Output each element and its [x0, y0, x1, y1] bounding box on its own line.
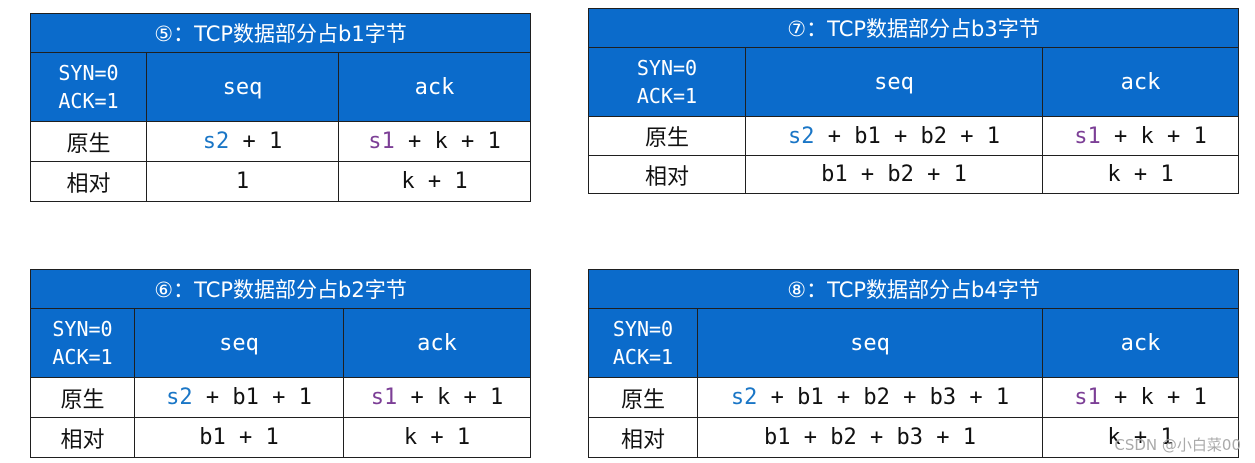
relative-row-label: 相对	[30, 161, 147, 202]
s1-variable: s1	[368, 129, 395, 154]
relative-seq-value: b1 + 1	[134, 417, 344, 458]
table-title: ⑦：TCP数据部分占b3字节	[588, 8, 1239, 48]
ack-header: ack	[1042, 47, 1239, 117]
csdn-watermark: CSDN @小白菜00	[1114, 436, 1241, 454]
s2-variable: s2	[730, 385, 758, 410]
raw-row-label: 原生	[30, 121, 147, 162]
raw-seq-expr: + b1 + b2 + 1	[814, 123, 1000, 149]
seq-header: seq	[146, 52, 339, 122]
relative-ack-value: k + 1	[343, 417, 531, 458]
relative-ack-value: k + 1	[338, 161, 531, 202]
raw-ack-expr: + k + 1	[394, 129, 501, 154]
ack-header: ack	[1042, 308, 1239, 378]
relative-row-label: 相对	[30, 417, 135, 458]
raw-row-label: 原生	[588, 377, 698, 418]
raw-seq-expr: + b1 + 1	[192, 385, 312, 410]
raw-seq-expr: + 1	[229, 129, 283, 154]
relative-row-label: 相对	[588, 155, 746, 194]
ack-flag: ACK=1	[636, 84, 698, 108]
raw-ack-expr: + k + 1	[1100, 385, 1207, 410]
raw-seq-value: s2 + b1 + b2 + b3 + 1	[697, 377, 1043, 418]
raw-ack-value: s1 + k + 1	[343, 377, 531, 418]
ack-header: ack	[343, 308, 531, 378]
raw-seq-value: s2 + b1 + b2 + 1	[745, 116, 1043, 156]
ack-flag: ACK=1	[52, 345, 113, 369]
s2-variable: s2	[166, 385, 193, 410]
relative-seq-value: b1 + b2 + b3 + 1	[697, 417, 1043, 458]
seq-header: seq	[134, 308, 344, 378]
table-title: ⑥：TCP数据部分占b2字节	[30, 269, 531, 309]
raw-seq-value: s2 + 1	[146, 121, 339, 162]
syn-flag: SYN=0	[612, 317, 674, 341]
raw-seq-expr: + b1 + b2 + b3 + 1	[757, 385, 1010, 410]
seq-header: seq	[745, 47, 1043, 117]
raw-row-label: 原生	[588, 116, 746, 156]
raw-ack-expr: + k + 1	[397, 385, 504, 410]
ack-flag: ACK=1	[58, 89, 119, 113]
relative-row-label: 相对	[588, 417, 698, 458]
relative-ack-value: k + 1	[1042, 155, 1239, 194]
relative-seq-value: 1	[146, 161, 339, 202]
s1-variable: s1	[1074, 385, 1101, 410]
raw-ack-value: s1 + k + 1	[1042, 377, 1239, 418]
table-title: ⑤：TCP数据部分占b1字节	[30, 13, 531, 53]
relative-ack-value: k + 1	[1042, 417, 1239, 458]
raw-ack-value: s1 + k + 1	[1042, 116, 1239, 156]
syn-flag: SYN=0	[636, 56, 698, 80]
raw-ack-value: s1 + k + 1	[338, 121, 531, 162]
ack-header: ack	[338, 52, 531, 122]
s2-variable: s2	[788, 123, 815, 149]
ack-flag: ACK=1	[612, 345, 674, 369]
raw-row-label: 原生	[30, 377, 135, 418]
syn-flag: SYN=0	[58, 61, 119, 85]
s2-variable: s2	[202, 129, 230, 154]
table-title: ⑧：TCP数据部分占b4字节	[588, 269, 1239, 309]
seq-header: seq	[697, 308, 1043, 378]
s1-variable: s1	[370, 385, 398, 410]
s1-variable: s1	[1074, 123, 1101, 149]
relative-seq-value: b1 + b2 + 1	[745, 155, 1043, 194]
raw-seq-value: s2 + b1 + 1	[134, 377, 344, 418]
raw-ack-expr: + k + 1	[1100, 123, 1207, 149]
syn-flag: SYN=0	[52, 317, 113, 341]
